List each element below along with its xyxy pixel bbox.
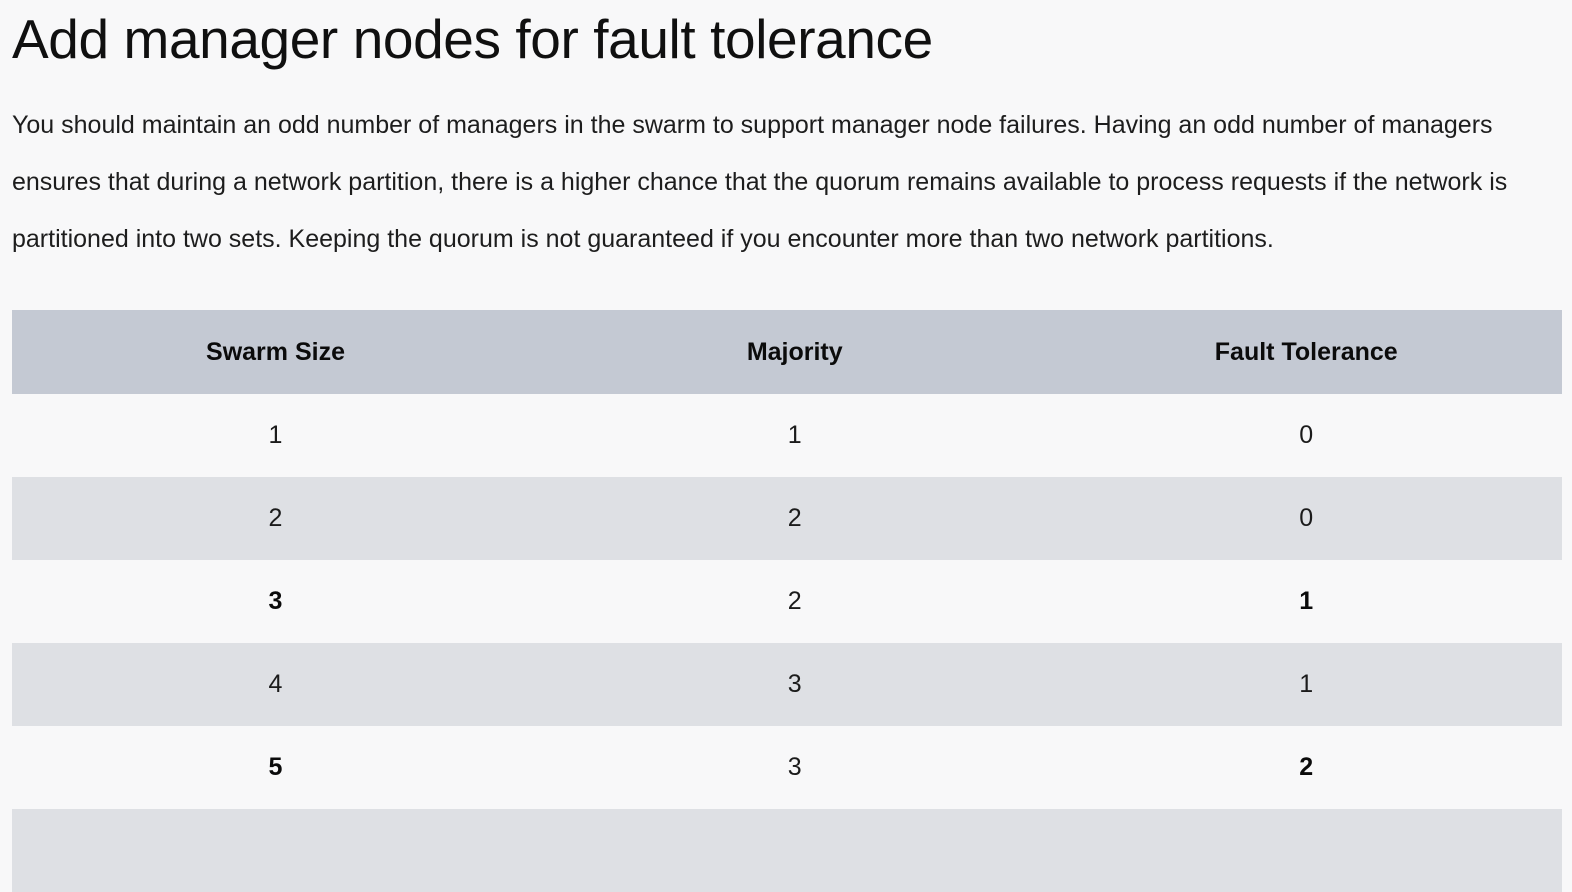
table-row xyxy=(12,809,1562,892)
fault-tolerance-table: Swarm Size Majority Fault Tolerance 1 1 … xyxy=(12,310,1562,892)
intro-paragraph: You should maintain an odd number of man… xyxy=(12,111,1508,253)
cell-fault-tolerance: 0 xyxy=(1050,394,1562,477)
cell-majority xyxy=(539,809,1051,892)
cell-fault-tolerance: 1 xyxy=(1050,560,1562,643)
table-row: 1 1 0 xyxy=(12,394,1562,477)
cell-fault-tolerance: 2 xyxy=(1050,726,1562,809)
cell-majority: 2 xyxy=(539,560,1051,643)
cell-swarm-size: 3 xyxy=(12,560,539,643)
cell-majority: 1 xyxy=(539,394,1051,477)
column-header-swarm-size: Swarm Size xyxy=(12,310,539,394)
table-header-row: Swarm Size Majority Fault Tolerance xyxy=(12,310,1562,394)
cell-swarm-size: 5 xyxy=(12,726,539,809)
cell-swarm-size: 2 xyxy=(12,477,539,560)
table-row: 4 3 1 xyxy=(12,643,1562,726)
cell-swarm-size: 4 xyxy=(12,643,539,726)
cell-swarm-size: 1 xyxy=(12,394,539,477)
cell-fault-tolerance: 0 xyxy=(1050,477,1562,560)
cell-majority: 3 xyxy=(539,643,1051,726)
table-row: 3 2 1 xyxy=(12,560,1562,643)
table-body: 1 1 0 2 2 0 3 2 1 4 3 1 xyxy=(12,394,1562,892)
table-row: 5 3 2 xyxy=(12,726,1562,809)
page-title: Add manager nodes for fault tolerance xyxy=(12,8,933,70)
cell-fault-tolerance: 1 xyxy=(1050,643,1562,726)
cell-fault-tolerance xyxy=(1050,809,1562,892)
table-header: Swarm Size Majority Fault Tolerance xyxy=(12,310,1562,394)
fault-tolerance-table-container: Swarm Size Majority Fault Tolerance 1 1 … xyxy=(0,310,1572,892)
column-header-fault-tolerance: Fault Tolerance xyxy=(1050,310,1562,394)
cell-swarm-size xyxy=(12,809,539,892)
column-header-majority: Majority xyxy=(539,310,1051,394)
cell-majority: 3 xyxy=(539,726,1051,809)
cell-majority: 2 xyxy=(539,477,1051,560)
table-row: 2 2 0 xyxy=(12,477,1562,560)
